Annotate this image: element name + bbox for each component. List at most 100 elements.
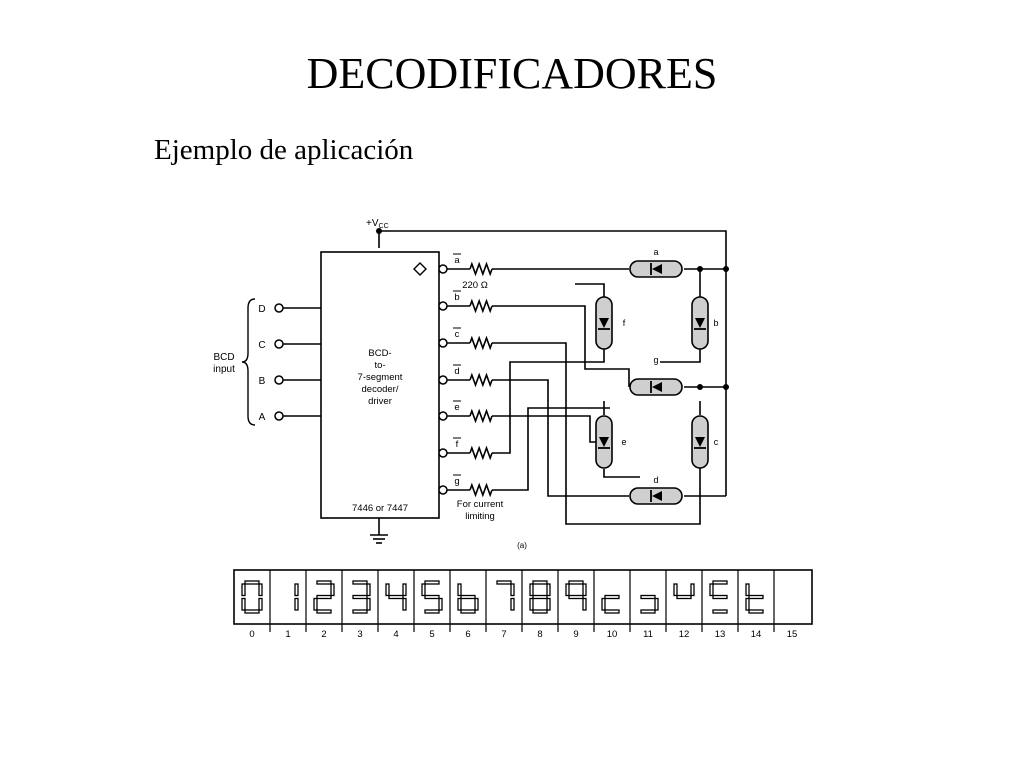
digit-segment [385,583,390,597]
digit-index-5: 5 [429,629,434,640]
digit-segment [604,594,620,600]
digit-index-2: 2 [321,629,326,640]
digit-index-15: 15 [787,629,798,640]
input-label-D: D [258,304,265,315]
segment-label-b: b [713,318,718,328]
input-brace [241,298,256,426]
output-label-f: f [456,439,459,450]
digit-index-4: 4 [393,629,398,640]
wire [575,283,605,297]
bcd-input-label: BCD [213,352,234,363]
digit-strip-frame [233,569,813,625]
resistor-220-ohm [469,445,493,461]
digit-segment [316,594,332,600]
input-label-B: B [259,376,266,387]
digit-index-0: 0 [249,629,254,640]
digit-segment [654,597,659,611]
output-label-e: e [454,402,459,413]
digit-segment [460,594,476,600]
digit-segment [352,580,368,585]
digit-segment [568,594,584,600]
output-label-b: b [454,292,459,303]
digit-segment [529,597,534,611]
resistor-220-ohm [469,335,493,351]
digit-segment [294,583,299,597]
digit-segment [546,597,551,611]
wire [603,469,640,478]
digit-segment [474,597,479,611]
segment-label-f: f [623,318,626,328]
digit-segment [748,594,764,600]
digit-index-11: 11 [643,629,653,640]
output-pin-c [438,338,448,348]
digit-segment [673,583,678,597]
wire [660,349,701,363]
digit-segment [258,597,263,611]
bcd-input-label: input [213,364,235,375]
digit-segment [712,580,728,585]
output-label-a: a [454,255,460,266]
segment-label-g: g [653,355,658,365]
digit-segment [676,594,692,600]
digit-segment [745,597,750,611]
digit-index-12: 12 [679,629,690,640]
segment-label-e: e [621,437,626,447]
junction-dot [723,266,729,272]
junction-dot [697,266,703,272]
chip-label-line: decoder/ [362,384,399,395]
output-pin-f [438,448,448,458]
digit-index-3: 3 [357,629,362,640]
seven-segment-digit-strip [233,569,813,632]
circuit-parts [241,228,729,544]
digit-index-13: 13 [715,629,726,640]
chip-part-number: 7446 or 7447 [352,503,408,514]
digit-segment [582,597,587,611]
digit-segment [438,597,443,611]
digit-segment [712,594,728,600]
digit-segment [510,597,515,611]
input-pin-C [274,339,284,349]
slide-subtitle: Ejemplo de aplicación [154,134,414,166]
digit-segment [352,609,368,614]
digit-index-10: 10 [607,629,618,640]
vcc-rail [378,230,727,496]
diode-symbol-icon [599,318,609,328]
diode-symbol-icon [599,437,609,447]
input-pin-D [274,303,284,313]
decoder-chip [320,251,440,519]
segment-label-d: d [653,475,658,485]
output-label-g: g [454,476,459,487]
output-pin-g [438,485,448,495]
digit-index-6: 6 [465,629,470,640]
circuit-wires [283,230,727,535]
output-label-c: c [455,329,460,340]
digit-segment [532,580,548,585]
digit-segment [601,597,606,611]
digit-segment [316,609,332,614]
digit-index-7: 7 [501,629,506,640]
output-pin-d [438,375,448,385]
digit-segment [244,609,260,614]
resistor-220-ohm [469,482,493,498]
diode-symbol-icon [695,437,705,447]
digit-segment [582,583,587,597]
slide-title: DECODIFICADORES [306,49,718,98]
digit-segment [330,583,335,597]
digit-segment [745,583,750,597]
digit-segment [565,583,570,597]
digit-segment [709,583,714,597]
resistor-220-ohm [469,408,493,424]
digit-segment [640,609,656,614]
input-label-C: C [258,340,265,351]
resistor-220-ohm [469,372,493,388]
digit-segment [457,597,462,611]
digit-index-14: 14 [751,629,762,640]
digit-segment [258,583,263,597]
chip-label-line: BCD- [368,348,391,359]
output-pin-b [438,301,448,311]
digit-segment [388,594,404,600]
digit-segment [421,583,426,597]
digit-segment [460,609,476,614]
diode-symbol-icon [652,382,662,392]
